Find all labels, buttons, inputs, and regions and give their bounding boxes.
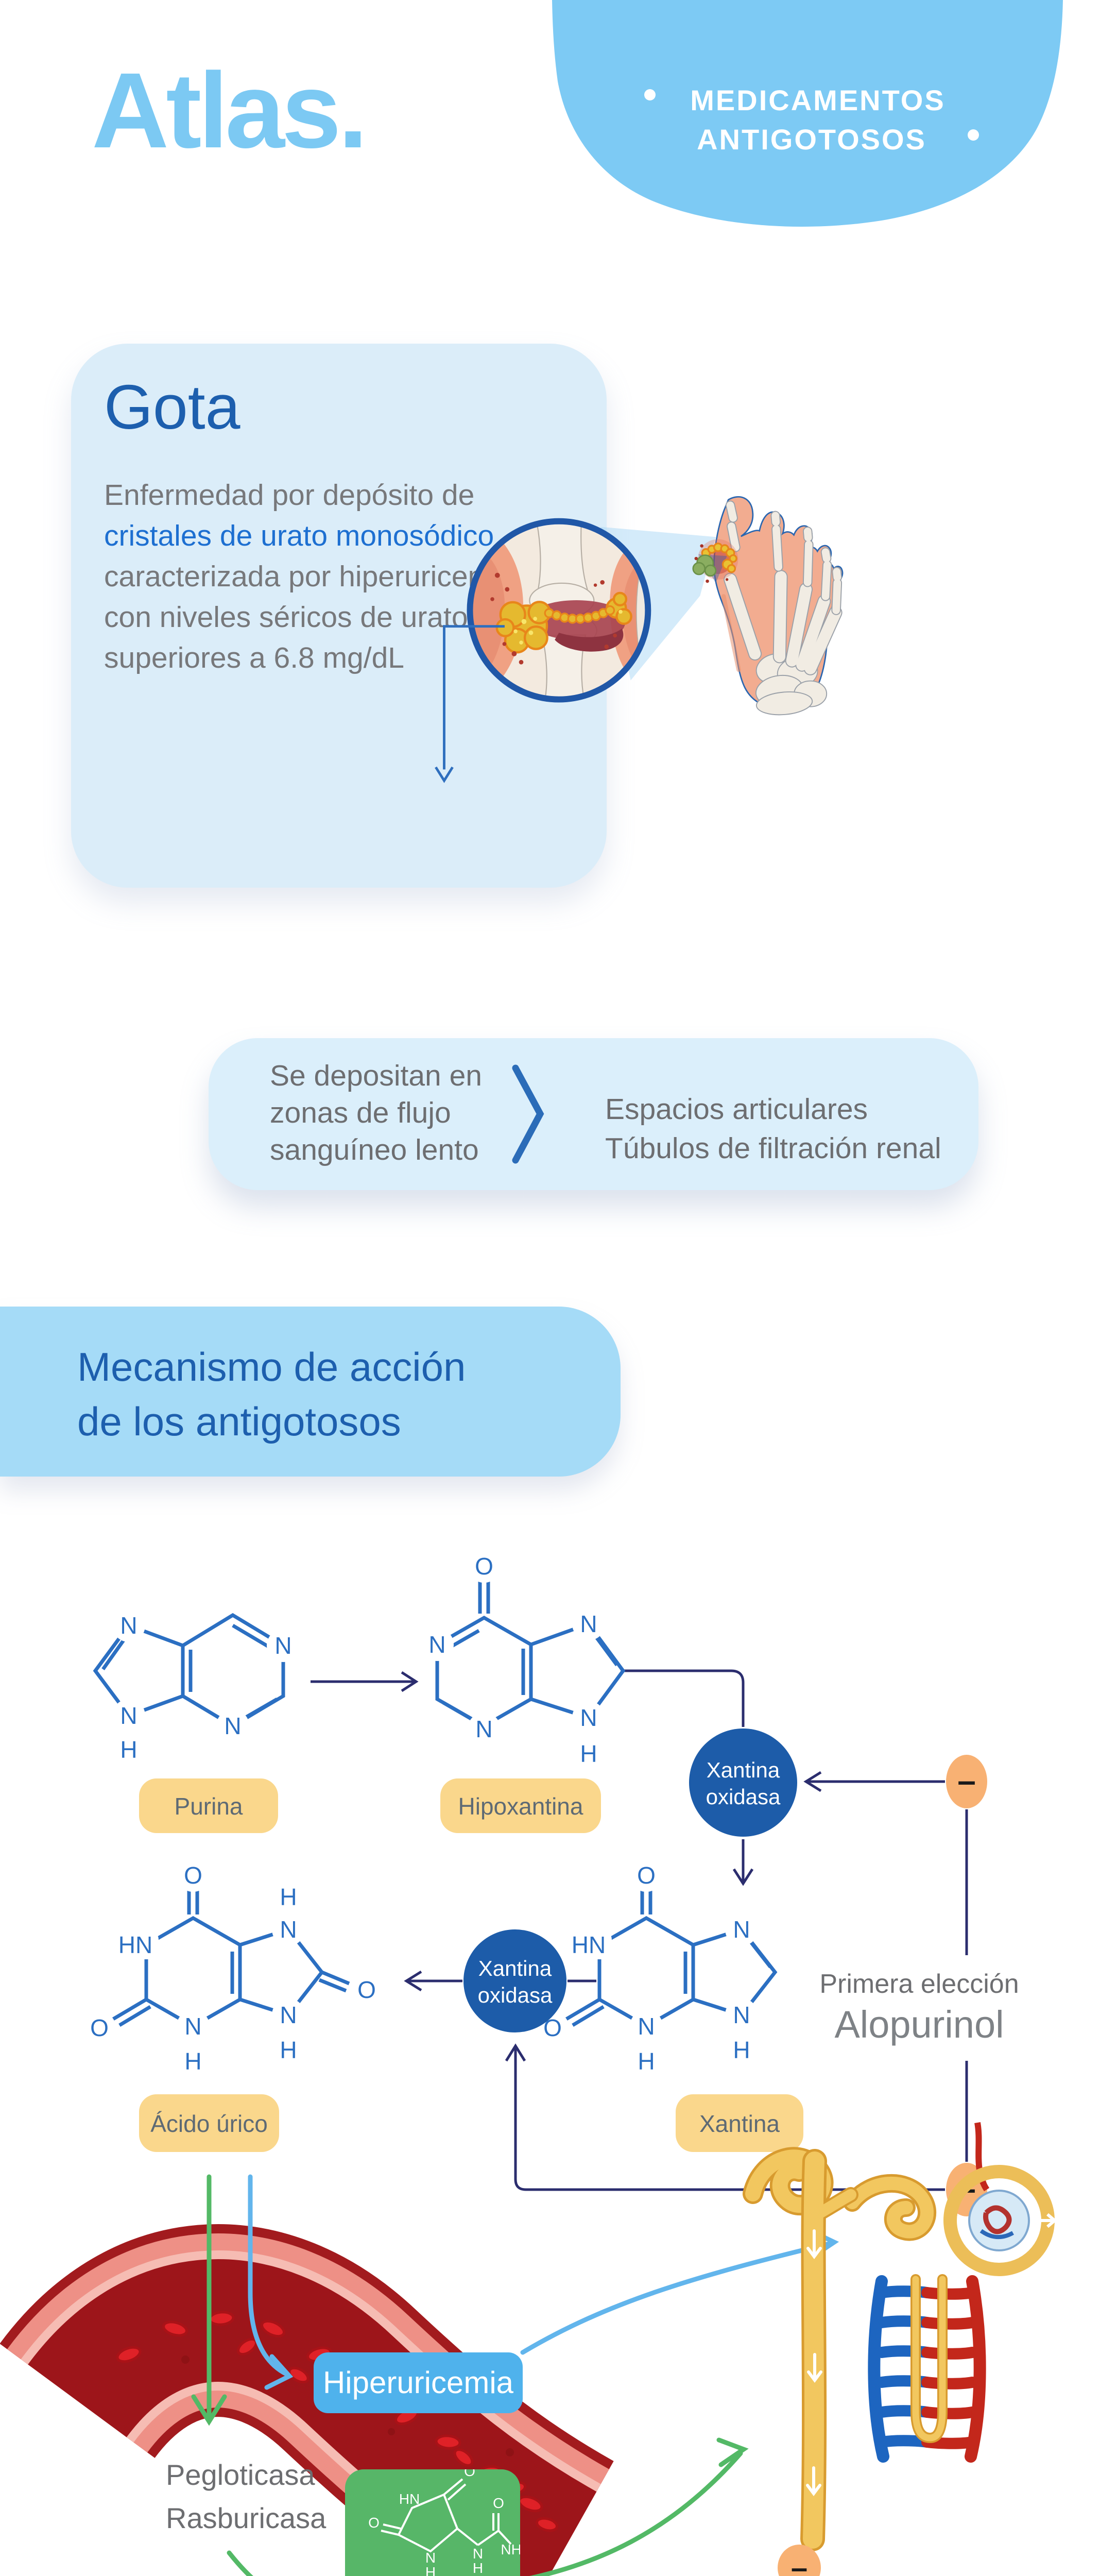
- hyperuricemia-tag: Hiperuricemia: [314, 2352, 523, 2413]
- svg-text:N: N: [580, 1611, 597, 1637]
- purine-atoms: N N H N N: [112, 1609, 300, 1764]
- allantoin-box: HN O O N H N H O NH₂ Alantoína Más fácil…: [345, 2469, 520, 2576]
- gota-title: Gota: [104, 372, 240, 442]
- xanthine-oxidase-node-2: Xantina oxidasa: [463, 1929, 566, 2032]
- hero-art: [435, 496, 844, 783]
- xanthine-atoms: O HN O N H N N H: [536, 1859, 758, 2076]
- minus-icon: –: [946, 1755, 987, 1808]
- hypoxanthine-atoms: O N N N N H: [421, 1550, 605, 1768]
- svg-text:oxidasa: oxidasa: [706, 1785, 781, 1809]
- first-choice-drug: Alopurinol: [834, 2003, 1004, 2046]
- tag-acido-urico: Ácido úrico: [150, 2110, 268, 2137]
- svg-text:H: H: [120, 1736, 137, 1763]
- glomerulus: [943, 2165, 1057, 2276]
- svg-text:N: N: [274, 1632, 291, 1659]
- bullet-dot-icon: [968, 129, 979, 141]
- action-lines: [191, 2174, 839, 2576]
- bullet-dot-icon: [644, 89, 656, 100]
- tag-purina: Purina: [175, 1793, 243, 1820]
- svg-text:Xantina: Xantina: [478, 1956, 552, 1980]
- first-choice-label: Primera elección: [819, 1969, 1019, 1999]
- svg-text:N: N: [224, 1713, 241, 1739]
- svg-text:H: H: [425, 2564, 436, 2576]
- svg-text:O: O: [90, 2014, 109, 2041]
- svg-text:N: N: [425, 2550, 436, 2566]
- mechanism-diagram: Primera elección Alopurinol N N H N N: [0, 1550, 1057, 2576]
- svg-text:O: O: [357, 1976, 376, 2003]
- svg-text:O: O: [475, 1553, 493, 1580]
- svg-text:N: N: [638, 2013, 655, 2040]
- svg-text:H: H: [473, 2560, 483, 2576]
- gota-description: Enfermedad por depósito de cristales de …: [104, 475, 593, 679]
- svg-text:N: N: [473, 2546, 483, 2562]
- svg-text:–: –: [957, 1762, 976, 1799]
- svg-text:N: N: [733, 1916, 750, 1943]
- xanthine-oxidase-node-1: Xantina oxidasa: [689, 1728, 797, 1837]
- svg-text:H: H: [733, 2037, 750, 2063]
- collecting-duct: [800, 2149, 858, 2551]
- svg-text:O: O: [464, 2469, 475, 2479]
- svg-text:N: N: [280, 2002, 297, 2028]
- svg-text:NH₂: NH₂: [501, 2541, 520, 2557]
- svg-text:N: N: [120, 1612, 137, 1639]
- down-arrow-icon: [435, 625, 505, 783]
- badge-line1: MEDICAMENTOS: [690, 84, 945, 116]
- svg-text:H: H: [280, 1884, 297, 1910]
- metatarsal-bones: [724, 500, 843, 675]
- svg-text:H: H: [638, 2048, 655, 2075]
- gota-line2-highlight: cristales de urato monosódico: [104, 519, 494, 552]
- tag-xantina: Xantina: [699, 2110, 780, 2137]
- svg-text:–: –: [791, 2551, 807, 2576]
- svg-text:HN: HN: [118, 1931, 152, 1958]
- molecule-tags: Purina Hipoxantina Ácido úrico Xantina: [139, 1778, 803, 2152]
- gout-joint-decor: [692, 539, 738, 583]
- deposit-flow-box: [209, 1038, 978, 1190]
- gota-line1: Enfermedad por depósito de: [104, 479, 475, 512]
- allantoin-structure: HN O O N H N H O NH₂: [368, 2469, 520, 2576]
- mechanism-banner: [0, 1307, 621, 1477]
- gota-line5: superiores a 6.8 mg/dL: [104, 641, 404, 674]
- foot-shading: [721, 594, 741, 672]
- svg-text:N: N: [475, 1716, 492, 1742]
- first-choice-mask: [814, 1955, 1030, 2061]
- svg-text:H: H: [184, 2048, 201, 2075]
- svg-text:O: O: [184, 1862, 202, 1889]
- brand-logo: Atlas.: [92, 51, 368, 171]
- blue-arrow-to-hyper: [248, 2174, 289, 2377]
- svg-text:H: H: [580, 1740, 597, 1767]
- gota-line3: caracterizada por hiperuricemia,: [104, 560, 524, 593]
- minus-icon: –: [778, 2545, 821, 2576]
- foot-illustration: [713, 496, 844, 716]
- svg-text:N: N: [120, 1702, 137, 1729]
- gota-line4: con niveles séricos de urato: [104, 601, 468, 634]
- svg-text:O: O: [368, 2515, 380, 2531]
- deposit-right-text: Espacios articulares Túbulos de filtraci…: [605, 1093, 941, 1165]
- henle-capillaries: [868, 2274, 986, 2463]
- svg-text:N: N: [184, 2013, 201, 2040]
- svg-text:oxidasa: oxidasa: [478, 1983, 553, 2007]
- badge-blob: [552, 0, 1063, 227]
- svg-text:N: N: [280, 1916, 297, 1943]
- svg-text:Xantina: Xantina: [707, 1758, 780, 1782]
- pathway-arrows: [311, 1669, 968, 2191]
- mechanism-title: Mecanismo de acción de los antigotosos: [77, 1344, 466, 1444]
- blue-arc-to-kidney: [520, 2241, 834, 2355]
- svg-text:H: H: [280, 2037, 297, 2063]
- inset-circle-border: [467, 518, 651, 703]
- badge-line2: ANTIGOTOSOS: [697, 123, 926, 156]
- svg-text:HN: HN: [572, 1931, 606, 1958]
- svg-text:O: O: [637, 1862, 656, 1889]
- deposit-left-text: Se depositan en zonas de flujo sanguíneo…: [270, 1059, 482, 1166]
- nephron-illustration: –: [743, 2122, 1057, 2576]
- svg-text:N: N: [733, 2002, 750, 2028]
- svg-text:N: N: [580, 1704, 597, 1731]
- joint-inset-illustration: [467, 518, 651, 703]
- chevron-right-icon: [512, 1064, 544, 1164]
- svg-text:HN: HN: [399, 2491, 420, 2507]
- svg-text:O: O: [493, 2495, 504, 2511]
- uric-acid-atoms: O HN O N H H N O N H: [83, 1859, 383, 2076]
- tag-hipoxantina: Hipoxantina: [458, 1793, 583, 1820]
- svg-text:N: N: [428, 1631, 445, 1658]
- uricase-drugs: Pegloticasa Rasburicasa: [166, 2459, 326, 2534]
